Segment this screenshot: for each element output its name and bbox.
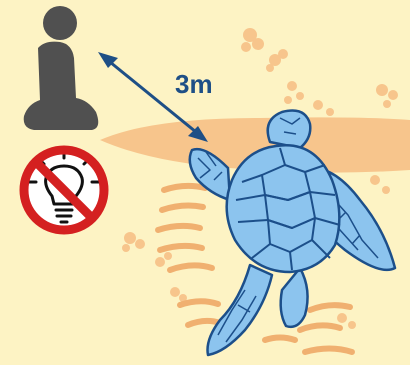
no-light-icon	[20, 146, 108, 234]
kneeling-person-icon	[24, 6, 99, 130]
distance-label: 3m	[175, 69, 213, 99]
